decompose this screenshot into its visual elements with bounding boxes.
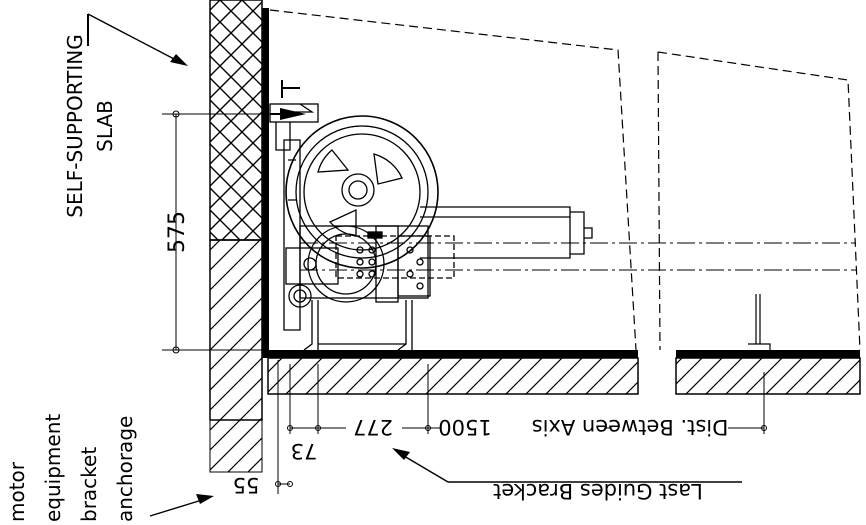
axis-center-lines [300, 242, 856, 271]
wall-lower [209, 239, 263, 473]
dimension-1500-label: 1500 [438, 415, 491, 439]
motor-label-line1: motor [5, 461, 29, 522]
dimension-73-label: 73 [291, 439, 318, 463]
motor-equipment [269, 103, 593, 351]
slab-leader [87, 13, 188, 66]
dimension-277-label: 277 [353, 415, 393, 439]
last-guides-bracket-shape [748, 294, 771, 350]
last-guides-bracket-label: Last Guides Bracket [493, 479, 703, 503]
slab-label-line1: SELF-SUPPORTING [63, 34, 87, 217]
motor-leader [149, 494, 214, 517]
horizontal-dimension-lines [275, 360, 767, 494]
dimension-55-label: 55 [233, 473, 260, 497]
slab-label-line2: SLAB [93, 100, 117, 152]
floor-left [262, 350, 639, 395]
cabin-outline-left [269, 9, 637, 351]
wall-inner-face [262, 8, 269, 356]
cabin-outline-right [657, 51, 861, 351]
motor-label-line3: bracket [77, 447, 101, 522]
self-supporting-slab [209, 0, 263, 241]
motor-label-line2: equipment [41, 414, 65, 522]
dimension-575 [162, 110, 296, 354]
floor-right [675, 350, 861, 395]
motor-label-line4: anchorage [113, 416, 137, 522]
dist-between-axis-label: Dist. Between Axis [532, 415, 729, 439]
last-guides-leader [392, 448, 742, 483]
dimension-575-label: 575 [165, 211, 190, 253]
